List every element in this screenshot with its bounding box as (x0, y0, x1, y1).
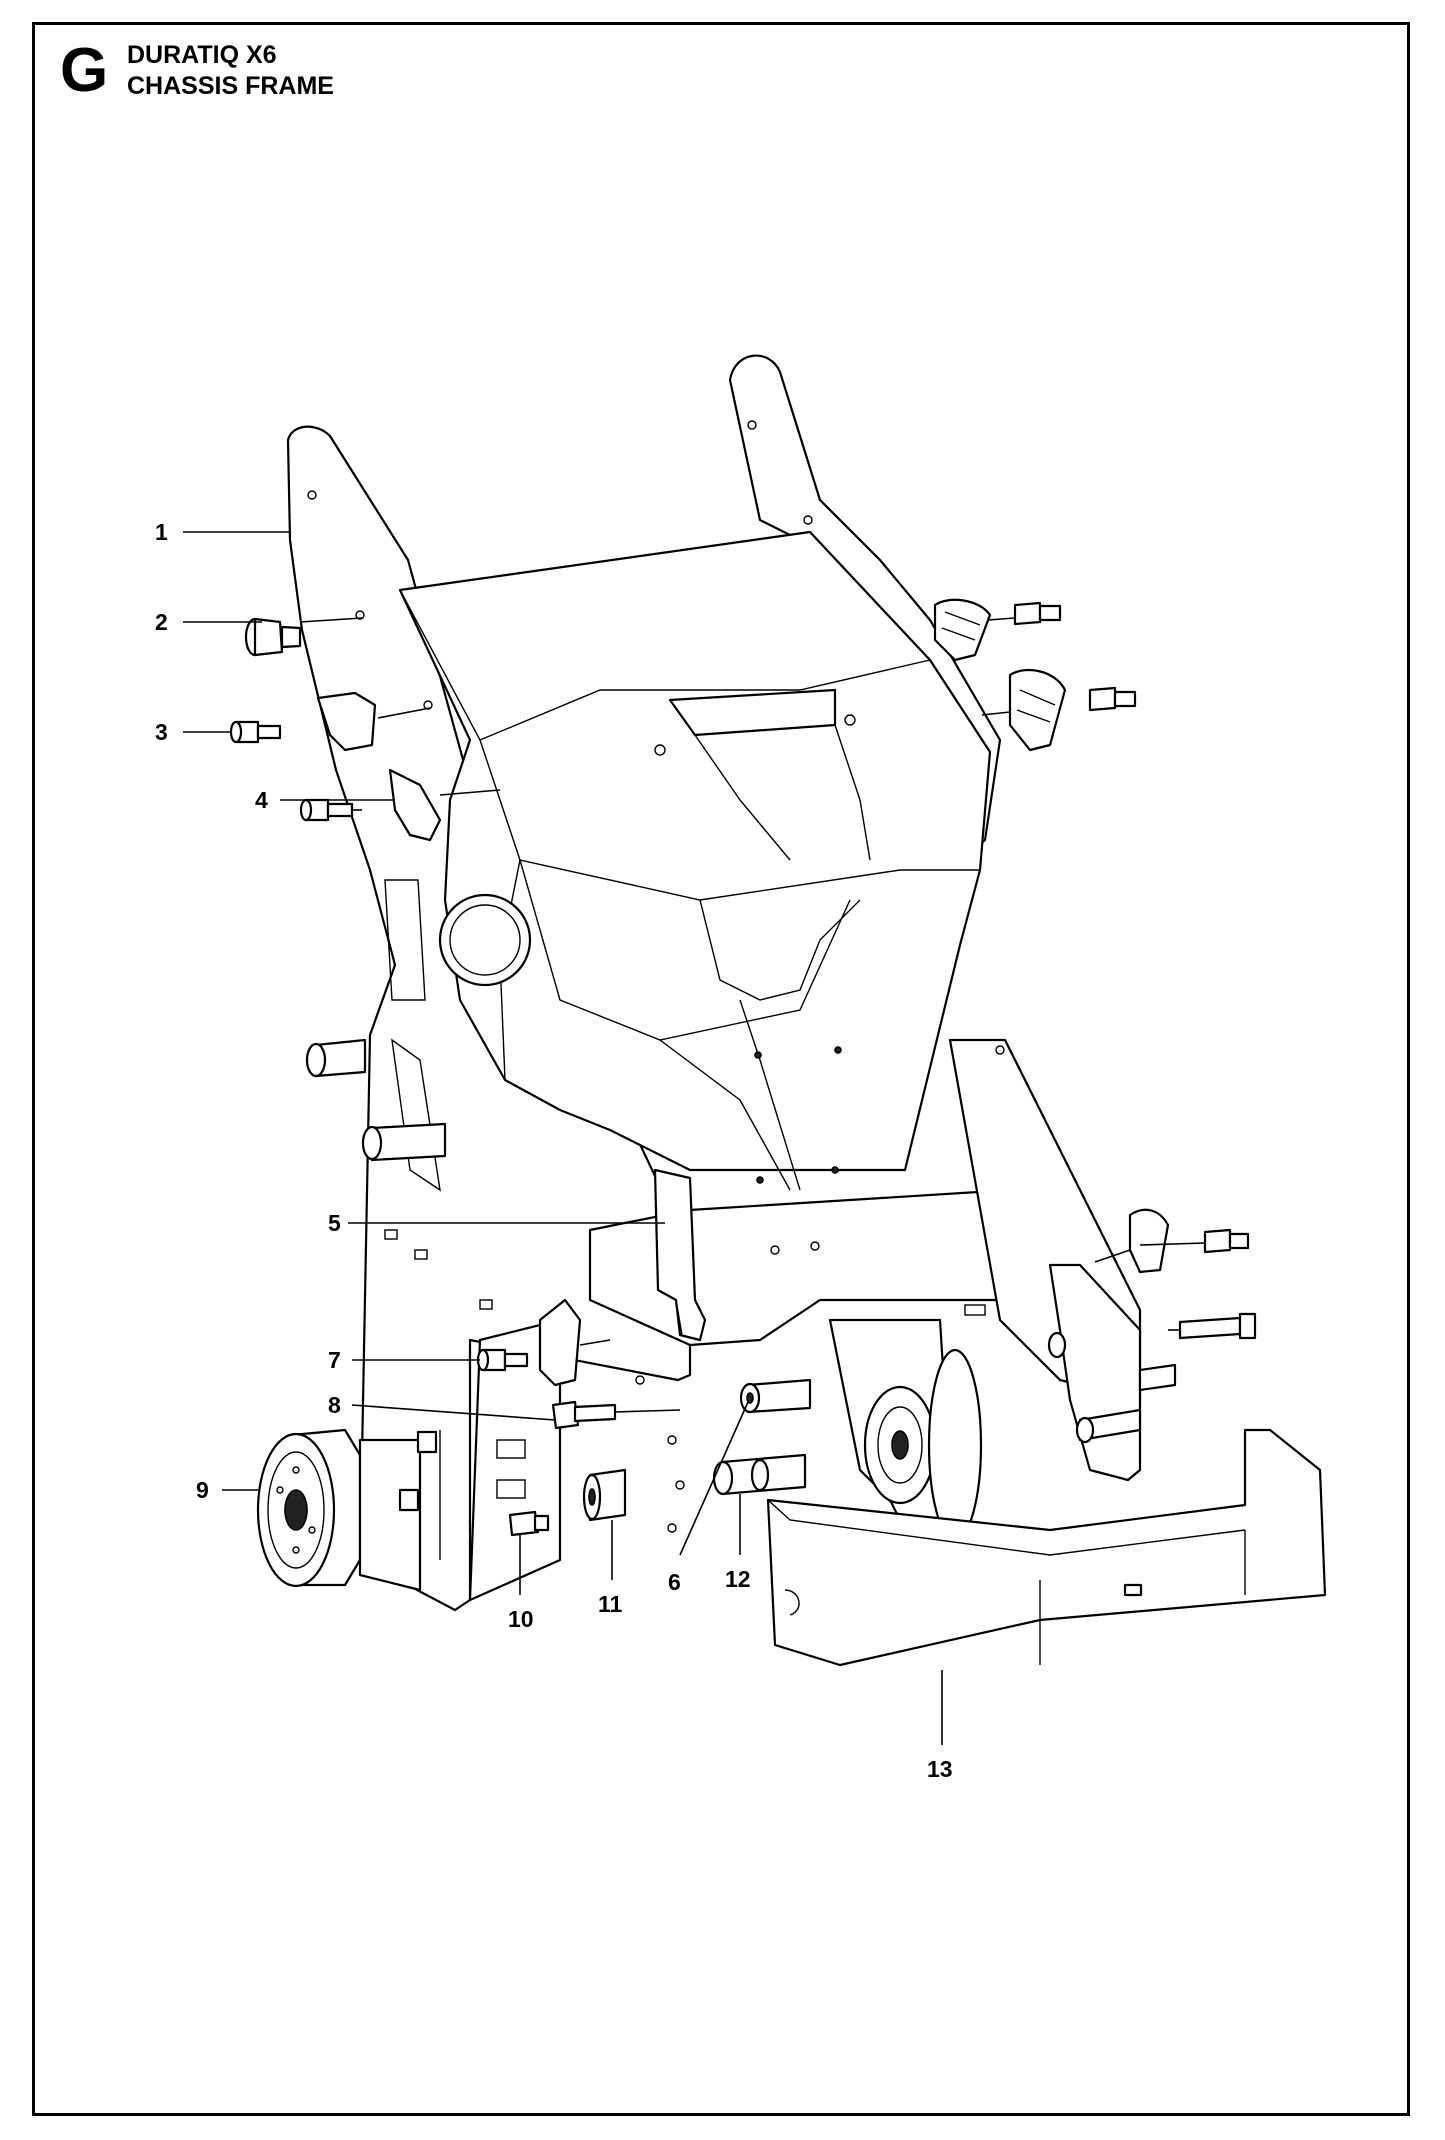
section-letter: G (60, 36, 109, 105)
callout-10: 10 (508, 1606, 534, 1632)
page-border (32, 22, 1410, 2116)
callout-2: 2 (155, 609, 168, 635)
callout-13: 13 (927, 1756, 953, 1782)
callout-1: 1 (155, 519, 168, 545)
leader-lines (183, 531, 1206, 1745)
callout-12: 12 (725, 1566, 751, 1592)
callout-7: 7 (328, 1347, 341, 1373)
pulley-part-9 (256, 1428, 438, 1592)
sleeve-part-6 (739, 1378, 812, 1414)
right-rear-axle-bracket (1047, 1263, 1177, 1482)
callout-5: 5 (328, 1210, 341, 1236)
right-clamp-rear (1128, 1208, 1257, 1340)
bumper-part-13 (766, 1428, 1327, 1667)
hopper-body (398, 530, 992, 1191)
callout-11: 11 (598, 1591, 623, 1617)
bolt-part-7 (476, 1298, 582, 1387)
model-title: DURATIQ X6 (127, 41, 277, 69)
callout-3: 3 (155, 719, 168, 745)
right-clamp-lower (1008, 668, 1137, 752)
stud-part-8 (551, 1400, 617, 1430)
callout-4: 4 (255, 787, 268, 813)
bracket-part-5 (653, 1168, 707, 1342)
callout-8: 8 (328, 1392, 341, 1418)
knob-part-2 (244, 617, 302, 657)
bolt-part-10 (508, 1510, 550, 1537)
diagram-title: CHASSIS FRAME (127, 72, 334, 100)
callout-6: 6 (668, 1569, 681, 1595)
right-clamp-upper (933, 598, 1062, 662)
spacer-part-11 (582, 1468, 627, 1522)
bolt-part-3 (229, 691, 377, 752)
idler-wheel (828, 1318, 983, 1562)
sleeve-part-12 (712, 1453, 807, 1496)
left-pegs (305, 1038, 447, 1162)
callout-9: 9 (196, 1477, 209, 1503)
callout-labels: 1 2 3 4 5 6 7 8 9 10 11 12 13 (155, 519, 953, 1782)
